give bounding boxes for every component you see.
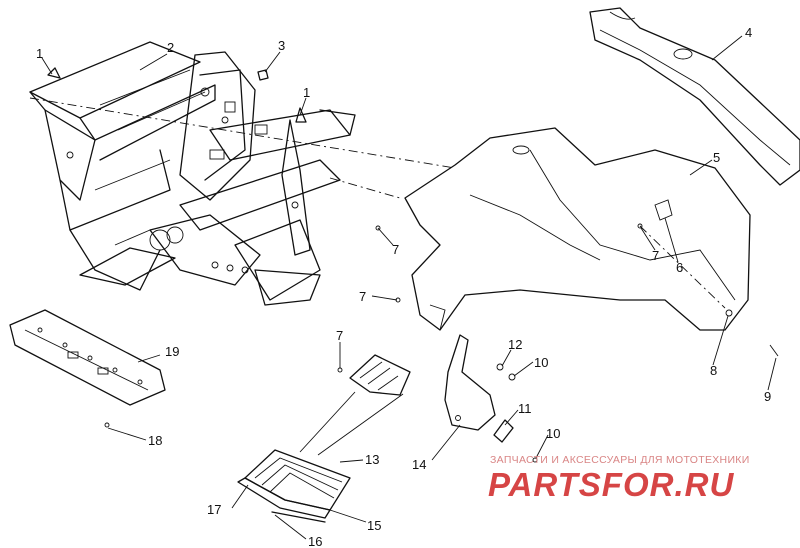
callout-2: 2 [167, 40, 174, 55]
callout-9: 9 [764, 389, 771, 404]
callout-10b: 10 [546, 426, 560, 441]
callout-14: 14 [412, 457, 426, 472]
footrest-bracket [349, 354, 411, 396]
assembly-lines [29, 97, 726, 309]
frame-assembly [29, 41, 356, 306]
callout-10a: 10 [534, 355, 548, 370]
callout-4: 4 [745, 25, 752, 40]
callout-6: 6 [676, 260, 683, 275]
callout-8: 8 [710, 363, 717, 378]
callout-1a: 1 [36, 46, 43, 61]
leader-lines [41, 35, 777, 540]
mud-flap [444, 334, 496, 431]
callout-1b: 1 [303, 85, 310, 100]
callout-18: 18 [148, 433, 162, 448]
callout-16: 16 [308, 534, 322, 548]
callout-7d: 7 [336, 328, 343, 343]
front-rack-panel [589, 7, 800, 186]
callout-labels: 1 2 3 1 4 5 7 7 6 7 7 12 10 8 9 19 18 11… [36, 25, 771, 548]
skid-plate [9, 309, 166, 406]
callout-7b: 7 [652, 248, 659, 263]
callout-15: 15 [367, 518, 381, 533]
callout-13: 13 [365, 452, 379, 467]
callout-19: 19 [165, 344, 179, 359]
callout-7a: 7 [392, 242, 399, 257]
front-fender [404, 127, 751, 331]
callout-11: 11 [518, 401, 532, 416]
callout-5: 5 [713, 150, 720, 165]
callout-17: 17 [207, 502, 221, 517]
small-hardware [104, 223, 779, 463]
callout-12: 12 [508, 337, 522, 352]
watermark-logo: PARTSFOR.RU [488, 466, 735, 503]
callout-7c: 7 [359, 289, 366, 304]
callout-3: 3 [278, 38, 285, 53]
watermark-tagline: ЗАПЧАСТИ И АКСЕССУАРЫ ДЛЯ МОТОТЕХНИКИ [490, 454, 750, 466]
